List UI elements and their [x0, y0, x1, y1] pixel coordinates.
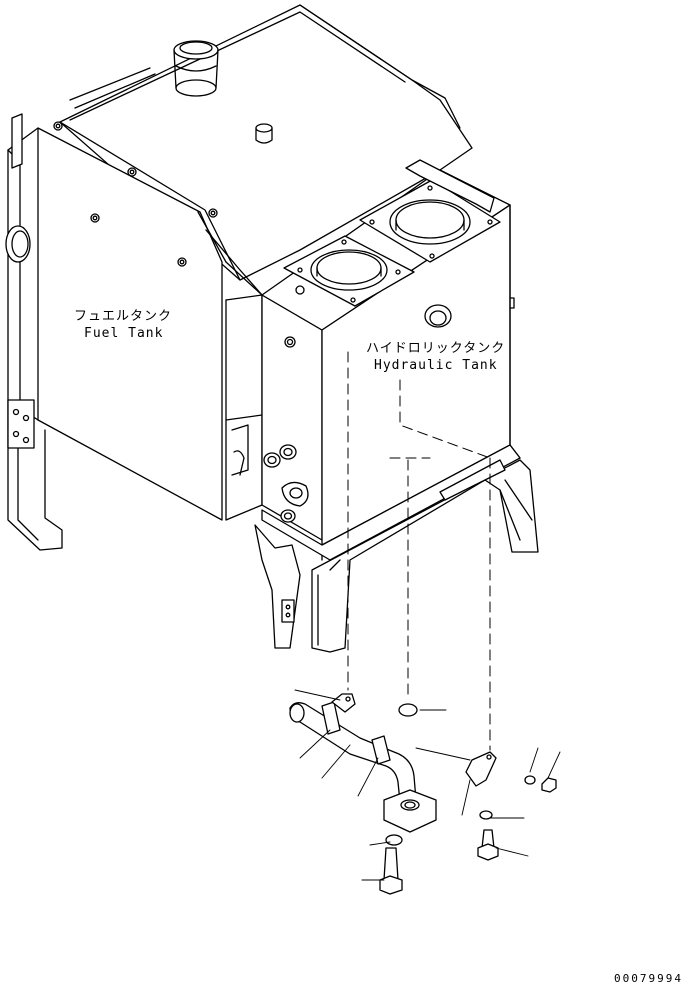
fuel-tank [6, 5, 472, 550]
leader-lines [295, 690, 560, 880]
hose-assembly [290, 694, 556, 894]
tank-center-bracket [226, 295, 322, 540]
assembly-centerlines [348, 352, 490, 750]
fuel-tank-label-jp: フュエルタンク [74, 309, 173, 324]
hydraulic-tank-label-en: Hydraulic Tank [374, 358, 498, 373]
frame-legs [255, 445, 538, 652]
hydraulic-tank [262, 160, 520, 560]
fuel-tank-label-en: Fuel Tank [84, 326, 164, 341]
drawing-code: 00079994 [614, 972, 683, 985]
hydraulic-tank-label-jp: ハイドロリックタンク [366, 341, 506, 356]
